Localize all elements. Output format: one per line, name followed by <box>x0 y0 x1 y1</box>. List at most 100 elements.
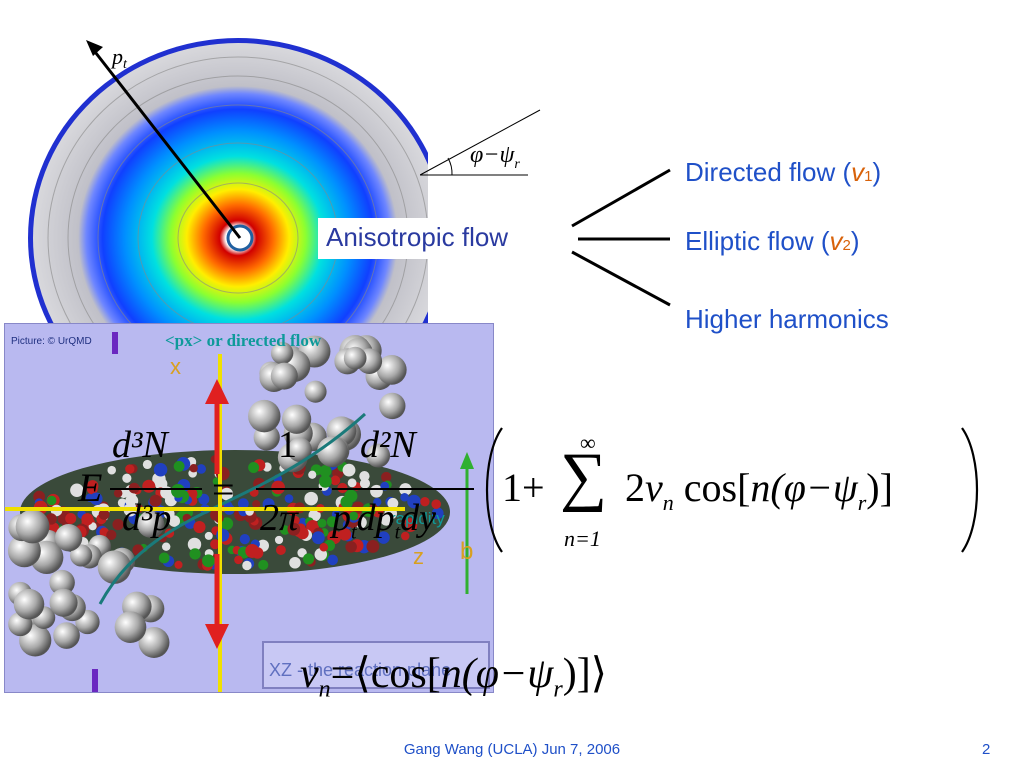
angle-annotation: φ−ψr <box>420 109 541 176</box>
particle <box>327 554 338 566</box>
particle <box>220 487 234 501</box>
particle <box>290 515 300 525</box>
particle <box>125 464 135 474</box>
particle <box>174 560 183 569</box>
axis-x-label: x <box>170 354 181 379</box>
vn-definition-equation: vn=⟨cos[n(φ−ψr)]⟩ <box>300 651 608 703</box>
particle <box>342 463 356 477</box>
page-number: 2 <box>982 741 991 758</box>
particle <box>98 509 110 520</box>
pt-label: pt <box>110 44 128 72</box>
rapidity-label: rapidity <box>390 509 445 528</box>
particle <box>280 525 290 535</box>
particle <box>318 474 332 488</box>
spectator-sphere <box>15 509 50 544</box>
azimuthal-disk: pt <box>28 38 428 340</box>
one-plus: 1+ <box>502 465 545 510</box>
particle <box>338 528 352 541</box>
angle-label: φ−ψr <box>470 142 520 172</box>
particle <box>245 544 260 558</box>
sim-title: <px> or directed flow <box>165 331 322 350</box>
right-big-paren <box>961 427 979 553</box>
particle <box>113 488 123 498</box>
particle <box>106 529 117 541</box>
particle <box>359 470 370 482</box>
particle <box>431 507 444 520</box>
axis-b-label: b <box>460 538 473 565</box>
sum-upper-limit: ∞ <box>580 430 596 455</box>
particle <box>289 556 301 569</box>
collision-blob <box>20 450 450 574</box>
particle <box>331 509 341 519</box>
particle <box>161 542 171 551</box>
sim-credit: Picture: © UrQMD <box>11 336 92 347</box>
pt-arrowhead <box>86 40 103 56</box>
particle <box>403 518 418 533</box>
particle <box>308 470 317 479</box>
particle <box>330 475 341 486</box>
particle <box>117 498 127 508</box>
spectator-sphere <box>97 550 132 584</box>
particle <box>271 480 285 495</box>
equals-sign: = <box>212 467 235 512</box>
particle <box>407 494 421 509</box>
spectator-sphere <box>317 436 348 468</box>
particle <box>317 518 327 528</box>
left-big-paren <box>485 427 503 553</box>
spectator-sphere <box>55 524 83 552</box>
particle <box>381 471 392 483</box>
particle <box>149 494 162 507</box>
particle <box>366 540 380 553</box>
particle <box>252 500 261 509</box>
particle <box>46 495 57 506</box>
particle <box>242 560 252 571</box>
spectator-sphere <box>366 443 391 468</box>
particle <box>377 531 390 544</box>
spectator-sphere <box>270 341 294 365</box>
elliptic-flow-label: Elliptic flow (v2) <box>685 226 860 256</box>
particle <box>210 539 221 550</box>
spectator-nucleons <box>7 335 407 658</box>
higher-harmonics-label: Higher harmonics <box>685 304 889 334</box>
particle <box>319 542 329 552</box>
particle <box>198 493 210 505</box>
pt-arrow <box>90 47 242 239</box>
particle <box>248 461 260 473</box>
spectator-sphere <box>49 569 75 596</box>
particle <box>187 537 202 552</box>
particle <box>234 555 243 565</box>
particle <box>274 535 284 545</box>
particle <box>163 508 175 520</box>
particle <box>347 478 357 488</box>
sum-term: 2vn cos[n(φ−ψr)] <box>625 465 893 515</box>
flow-fourier-equation: E d³N d³p = 1 2π d²N ptdptdy 1+ ∞ ∑ n=1 … <box>70 418 990 558</box>
particle <box>319 465 332 478</box>
particle <box>193 520 206 534</box>
flow-branch-lines <box>571 168 671 307</box>
reaction-plane-label: XZ - the reaction plane <box>269 660 451 680</box>
particle <box>302 553 315 565</box>
spectator-sphere <box>137 510 165 538</box>
urqmd-simulation-picture: Picture: © UrQMD <px> or directed flow x… <box>4 323 494 693</box>
spectator-sphere <box>13 588 45 620</box>
lhs-numerator: d³N <box>112 424 168 466</box>
simulation-graphic: Picture: © UrQMD <px> or directed flow x… <box>5 331 490 692</box>
frac2-numerator: d²N <box>360 424 416 466</box>
spectator-sphere <box>270 362 298 390</box>
particle <box>189 548 201 560</box>
particle <box>158 552 170 564</box>
spectator-sphere <box>376 354 407 385</box>
sum-lower-limit: n=1 <box>564 526 601 551</box>
sum-symbol: ∑ <box>560 440 608 513</box>
spectator-sphere <box>248 399 281 433</box>
anisotropic-flow-label: Anisotropic flow <box>318 218 517 259</box>
particle <box>239 534 250 545</box>
particle <box>345 541 357 553</box>
spectator-sphere <box>49 588 78 617</box>
particle <box>204 531 213 540</box>
spectator-sphere <box>379 392 406 420</box>
particle <box>107 465 116 475</box>
particle <box>304 491 318 506</box>
particle <box>122 473 132 483</box>
frac1-numerator: 1 <box>278 424 297 466</box>
